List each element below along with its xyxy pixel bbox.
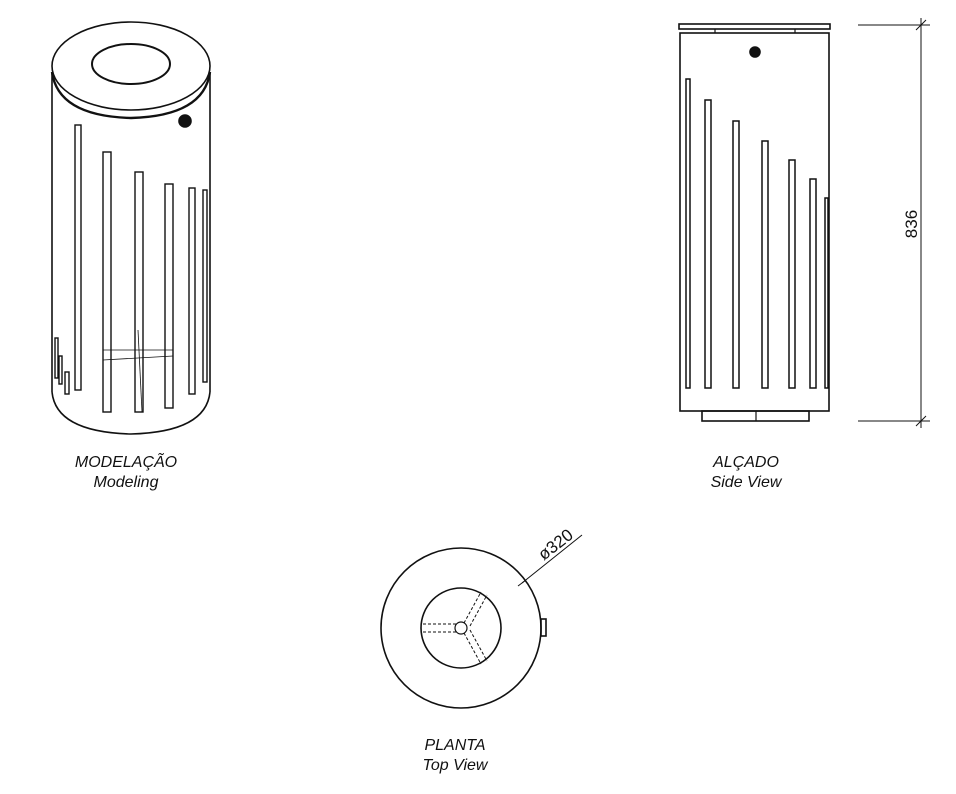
- slot: [58, 355, 63, 385]
- modeling-view: [50, 21, 212, 435]
- outer-circle: [380, 547, 542, 709]
- slot: [788, 159, 796, 389]
- diameter-dimension-label: ø320: [534, 525, 576, 564]
- lock-tab: [540, 618, 547, 637]
- bin-top-rim: [51, 21, 211, 111]
- side-view-title-pt: ALÇADO: [713, 454, 779, 471]
- slot: [188, 187, 196, 395]
- slot: [164, 183, 174, 409]
- side-slots: [685, 78, 829, 389]
- slot: [704, 99, 712, 389]
- slot: [74, 124, 82, 391]
- slot: [824, 197, 829, 389]
- modeling-slots: [54, 124, 208, 413]
- modeling-title-en: Modeling: [93, 474, 159, 491]
- top-view: [380, 547, 547, 709]
- side-view-title-en: Side View: [710, 474, 782, 491]
- slot: [202, 189, 208, 383]
- lock-icon: [749, 46, 761, 58]
- top-view-caption: PLANTA Top View: [335, 736, 575, 776]
- slot: [64, 371, 70, 395]
- bin-bottom-edge: [51, 391, 211, 435]
- modeling-caption: MODELAÇÃO Modeling: [6, 453, 246, 493]
- slot: [54, 337, 59, 379]
- slot: [809, 178, 817, 389]
- slot: [761, 140, 769, 389]
- top-view-title-en: Top View: [422, 757, 488, 774]
- inner-bag-lines: [102, 329, 174, 413]
- slot: [102, 151, 112, 413]
- slot: [134, 171, 144, 413]
- height-dimension-label: 836: [902, 210, 921, 238]
- side-view: [678, 23, 831, 422]
- slot: [732, 120, 740, 389]
- center-hub: [454, 621, 468, 635]
- modeling-title-pt: MODELAÇÃO: [74, 454, 178, 471]
- diameter-dimension: [517, 534, 583, 587]
- top-view-title-pt: PLANTA: [424, 737, 486, 754]
- lid: [678, 23, 831, 30]
- bag-holder-arms: [422, 591, 488, 665]
- slot: [685, 78, 691, 389]
- bin-rim-edge: [50, 71, 212, 120]
- side-body: [679, 32, 830, 412]
- side-view-caption: ALÇADO Side View: [626, 453, 866, 493]
- height-dimension: [858, 18, 930, 428]
- lock-icon: [178, 114, 192, 128]
- inner-opening: [420, 587, 502, 669]
- bin-opening: [91, 43, 171, 85]
